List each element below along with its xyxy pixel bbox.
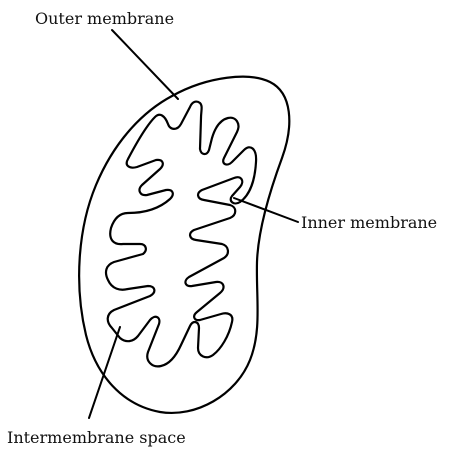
inner-membrane-leader-line	[234, 198, 298, 222]
intermembrane-space-leader-line	[89, 327, 120, 418]
inner-membrane-outline	[106, 102, 256, 367]
intermembrane-space-label: Intermembrane space	[7, 428, 186, 447]
outer-membrane-leader-line	[112, 30, 178, 99]
outer-membrane-outline	[79, 77, 289, 413]
outer-membrane-label: Outer membrane	[35, 9, 174, 28]
inner-membrane-label: Inner membrane	[301, 213, 437, 232]
